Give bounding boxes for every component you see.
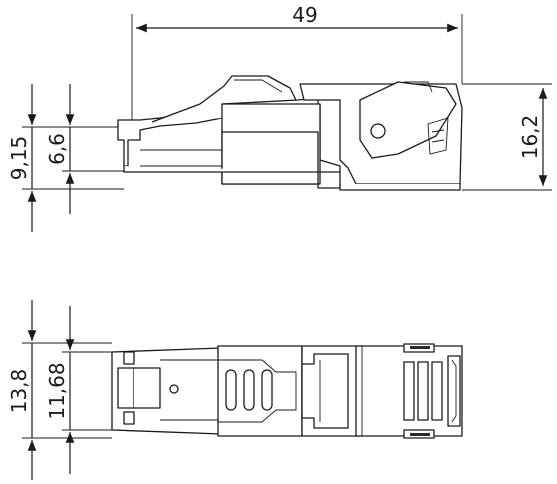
dimension-label-height-left-outer: 9,15 <box>7 136 31 181</box>
dimension-label-overall-length: 49 <box>292 3 317 27</box>
dimension-label-width-inner: 11,68 <box>45 362 69 419</box>
dimension-height-left-inner: 6,6 <box>45 84 124 214</box>
dimension-overall-length: 49 <box>131 3 463 120</box>
dimension-label-height-left-inner: 6,6 <box>45 133 69 165</box>
dimension-width-outer: 13,8 <box>7 300 112 480</box>
dimension-label-width-outer: 13,8 <box>7 369 31 414</box>
side-view-connector-outline <box>117 75 463 191</box>
dimension-height-right: 16,2 <box>462 83 552 191</box>
side-view: 49 16,2 9,15 6,6 <box>7 3 552 232</box>
dimension-width-inner: 11,68 <box>45 306 112 474</box>
top-view-connector-outline <box>111 343 463 439</box>
dimension-height-left-outer: 9,15 <box>7 84 124 232</box>
top-view: 13,8 11,68 <box>7 300 463 480</box>
dimension-label-height-right: 16,2 <box>518 115 542 160</box>
